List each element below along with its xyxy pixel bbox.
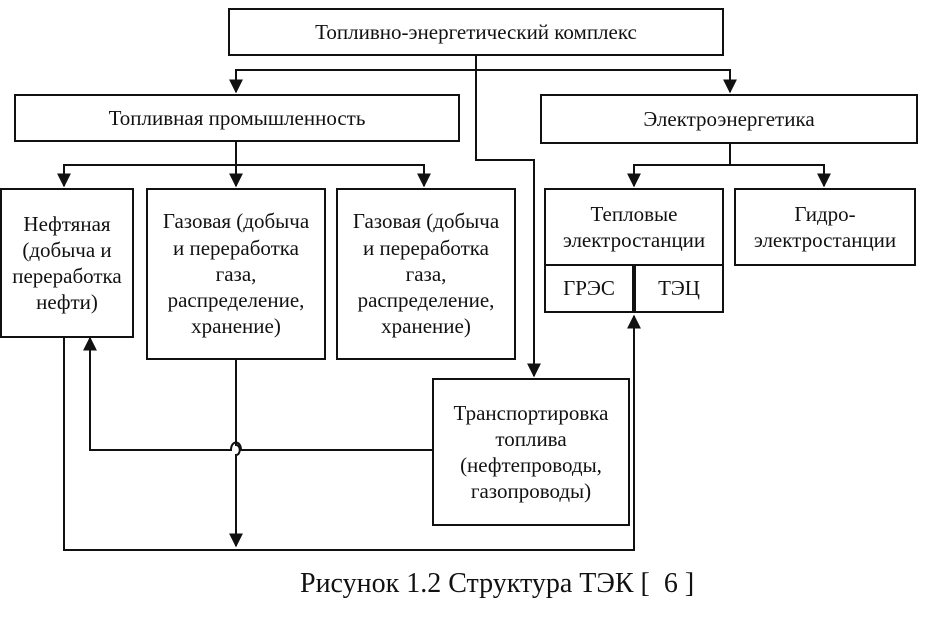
tec-box: ТЭЦ xyxy=(634,264,724,313)
gres-box: ГРЭС xyxy=(544,264,634,313)
connector-tek-right xyxy=(476,69,737,94)
thermal-box: Тепловые электростанции xyxy=(544,188,724,264)
top-cropped-text xyxy=(90,0,210,4)
connector-fuel-oil xyxy=(57,141,237,188)
connector-gas1-down xyxy=(229,360,243,548)
figure-caption: Рисунок 1.2 Структура ТЭК [ 6 ] xyxy=(300,568,695,599)
oil-box: Нефтяная (добыча и переработка нефти) xyxy=(0,188,134,338)
hydro-box: Гидро- электростанции xyxy=(734,188,916,266)
connector-tek-transport xyxy=(475,56,541,378)
gas-box-2: Газовая (добыча и переработка газа, расп… xyxy=(336,188,516,360)
connector-oil-bottom-to-gres xyxy=(63,314,641,551)
tek-box: Топливно-энергетический комплекс xyxy=(228,8,724,56)
connector-transport-to-oil xyxy=(83,336,432,451)
electro-box: Электроэнергетика xyxy=(540,94,918,144)
connector-fuel-gas2 xyxy=(236,164,431,188)
connector-tek-left xyxy=(229,56,477,94)
gas-box-1: Газовая (добыча и переработка газа, расп… xyxy=(146,188,326,360)
transport-box: Транспортировка топлива (нефтепроводы, г… xyxy=(432,378,630,526)
fuel-industry-box: Топливная промышленность xyxy=(14,94,460,142)
connector-electro-thermal xyxy=(627,144,731,188)
connector-electro-hydro xyxy=(730,164,831,188)
